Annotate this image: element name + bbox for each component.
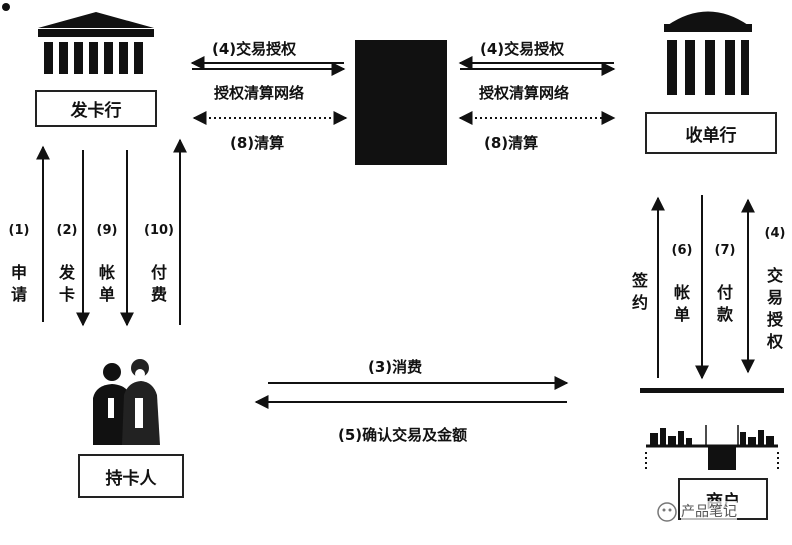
issuer-clearing-label: (8)清算 xyxy=(230,134,285,152)
merchant-pay-step: (7) 付 款 xyxy=(712,220,738,326)
watermark-text: 产品笔记 xyxy=(681,501,737,521)
merchant-bill-step-number: (6) xyxy=(671,243,693,258)
cardholder-box: 持卡人 xyxy=(78,454,184,498)
acquirer-bank-icon xyxy=(664,11,752,95)
bill-step-number: (9) xyxy=(96,223,118,238)
acquirer-network-label: 授权清算网络 xyxy=(479,84,570,102)
apply-step: (1) 申 请 xyxy=(6,200,32,306)
bill-step-text: 帐 单 xyxy=(98,263,115,304)
network-block xyxy=(355,40,447,165)
apply-step-text: 申 请 xyxy=(10,263,27,304)
consume-label: (3)消费 xyxy=(368,358,423,376)
issuer-bank-box: 发卡行 xyxy=(35,90,157,127)
merchant-pay-step-text: 付 款 xyxy=(716,283,733,324)
acquirer-clearing-label: (8)清算 xyxy=(484,134,539,152)
merchant-auth-step-text: 交 易 授 权 xyxy=(766,266,783,351)
pay-fee-step-number: (10) xyxy=(144,223,174,238)
merchant-auth-step-number: (4) xyxy=(764,226,786,241)
acquirer-auth-label: (4)交易授权 xyxy=(480,40,565,58)
issue-card-step-number: (2) xyxy=(56,223,78,238)
issue-card-step-text: 发 卡 xyxy=(58,263,75,304)
merchant-bill-step: (6) 帐 单 xyxy=(669,220,695,326)
issuer-bank-icon xyxy=(38,12,154,74)
confirm-label: (5)确认交易及金额 xyxy=(338,426,468,444)
pay-fee-step: (10) 付 费 xyxy=(141,200,177,306)
sign-contract-step: 签 约 xyxy=(628,248,652,314)
bill-step: (9) 帐 单 xyxy=(94,200,120,306)
pay-fee-step-text: 付 费 xyxy=(150,263,167,304)
apply-step-number: (1) xyxy=(8,223,30,238)
merchant-pay-step-number: (7) xyxy=(714,243,736,258)
acquirer-bank-box: 收单行 xyxy=(645,112,777,154)
merchant-store-icon xyxy=(640,388,784,470)
merchant-bill-step-text: 帐 单 xyxy=(673,283,690,324)
sign-contract-step-text: 签 约 xyxy=(631,271,648,312)
issue-card-step: (2) 发 卡 xyxy=(54,200,80,306)
cardholder-people-icon xyxy=(93,359,160,445)
issuer-network-label: 授权清算网络 xyxy=(214,84,305,102)
issuer-auth-label: (4)交易授权 xyxy=(212,40,297,58)
corner-dot xyxy=(2,3,10,11)
watermark-logo-icon xyxy=(657,502,677,522)
merchant-auth-step: (4) 交 易 授 权 xyxy=(762,203,788,353)
